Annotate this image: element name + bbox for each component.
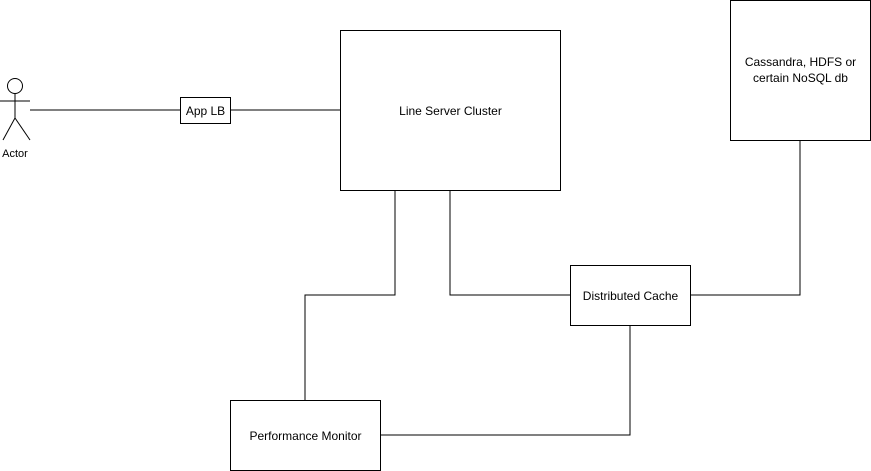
line-server-cluster-label: Line Server Cluster	[399, 103, 502, 118]
edge-line-server-cluster-to-performance-monitor	[304, 190, 396, 400]
actor-icon	[0, 78, 31, 141]
app-lb-node: App LB	[180, 97, 231, 124]
edge-distributed-cache-to-performance-monitor	[380, 325, 631, 436]
storage-label: Cassandra, HDFS or certain NoSQL db	[744, 54, 857, 85]
actor-label: Actor	[2, 148, 28, 160]
performance-monitor-node: Performance Monitor	[230, 400, 381, 471]
performance-monitor-label: Performance Monitor	[249, 428, 362, 443]
line-server-cluster-node: Line Server Cluster	[340, 30, 561, 191]
distributed-cache-node: Distributed Cache	[570, 265, 691, 326]
distributed-cache-label: Distributed Cache	[582, 288, 679, 303]
storage-node: Cassandra, HDFS or certain NoSQL db	[730, 0, 871, 141]
app-lb-label: App LB	[185, 103, 226, 118]
edge-distributed-cache-to-storage	[690, 140, 801, 296]
edge-line-server-cluster-to-distributed-cache	[449, 190, 570, 296]
